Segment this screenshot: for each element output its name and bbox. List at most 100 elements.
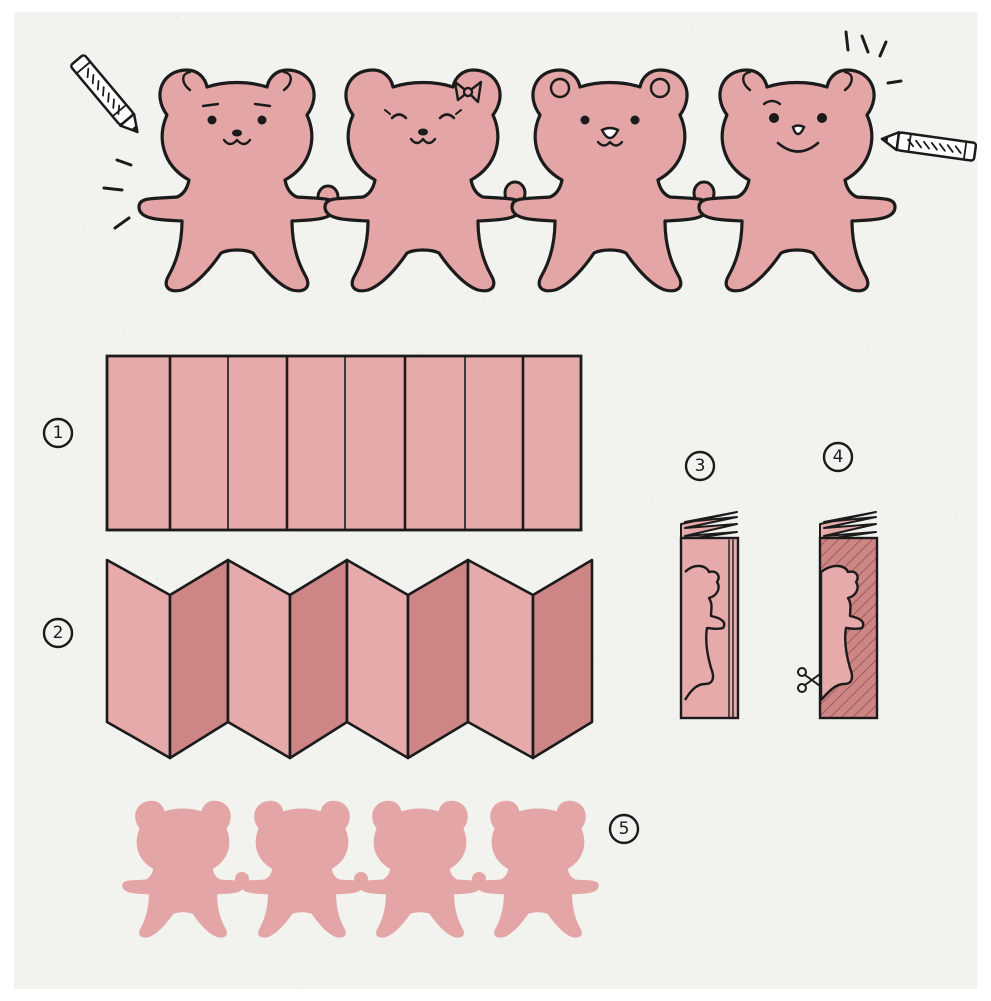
paper-grain [489,65,491,66]
paper-grain [960,337,963,338]
paper-grain [805,770,806,771]
paper-grain [854,483,856,484]
paper-grain [944,166,946,167]
paper-grain [39,164,41,165]
paper-grain [77,360,79,361]
paper-grain [854,412,855,413]
paper-grain [298,985,299,986]
step-4-label: 4 [833,447,844,467]
paper-grain [719,920,720,921]
paper-grain [769,285,771,286]
paper-grain [179,788,181,789]
paper-grain [278,797,281,798]
paper-grain [17,320,19,321]
paper-grain [943,614,945,615]
paper-grain [109,220,112,221]
paper-grain [172,185,175,186]
paper-grain [763,688,764,689]
paper-grain [849,873,851,874]
paper-grain [84,230,85,231]
paper-grain [148,265,150,266]
paper-grain [359,756,362,757]
paper-grain [246,936,248,937]
paper-grain [699,862,701,863]
paper-grain [267,278,269,279]
paper-grain [94,154,95,155]
paper-grain [966,924,968,925]
paper-grain [146,232,148,233]
paper-grain [837,295,838,296]
paper-grain [234,932,236,933]
paper-grain [903,649,906,650]
paper-grain [507,269,510,270]
paper-grain [501,756,503,757]
paper-grain [779,729,780,730]
paper-grain [816,740,818,741]
paper-grain [691,28,692,29]
step-1-flat-paper [107,356,581,530]
paper-grain [196,921,198,922]
paper-grain [185,63,188,64]
paper-grain [665,917,666,918]
paper-grain [925,309,928,310]
paper-grain [549,565,550,566]
paper-grain [931,330,933,331]
paper-grain [962,739,965,740]
paper-grain [649,859,651,860]
step-1-label: 1 [53,423,64,443]
paper-grain [44,562,46,563]
paper-grain [360,945,362,946]
accordion-panel [408,560,468,758]
paper-grain [415,541,417,542]
paper-grain [926,749,927,750]
paper-grain [342,116,344,117]
paper-grain [904,75,905,76]
paper-grain [530,285,532,286]
paper-grain [468,535,470,536]
paper-grain [551,347,554,348]
accordion-panel [468,560,533,758]
paper-grain [247,542,249,543]
paper-grain [926,16,928,17]
paper-grain [192,779,193,780]
paper-grain [564,565,565,566]
paper-grain [895,42,897,43]
paper-grain [71,209,72,210]
paper-grain [955,518,957,519]
paper-grain [911,16,913,17]
paper-grain [692,820,695,821]
paper-grain [830,44,831,45]
paper-grain [852,814,854,815]
paper-grain [935,514,936,515]
paper-grain [475,773,477,774]
step-5-label: 5 [619,819,630,839]
paper-grain [546,922,549,923]
paper-grain [950,187,951,188]
paper-grain [710,325,711,326]
paper-grain [397,277,399,278]
paper-grain [195,310,196,311]
paper-grain [884,792,885,793]
paper-grain [397,290,398,291]
paper-grain [486,559,487,560]
paper-grain [752,659,754,660]
paper-grain [108,949,111,950]
paper-grain [547,37,549,38]
paper-grain [29,253,30,254]
paper-grain [42,483,45,484]
paper-grain [646,864,647,865]
paper-grain [753,722,755,723]
paper-grain [241,253,243,254]
paper-grain [591,928,592,929]
paper-grain [567,745,570,746]
paper-grain [952,970,954,971]
paper-grain [500,751,502,752]
paper-grain [84,171,85,172]
paper-grain [934,481,937,482]
step-3-label: 3 [695,456,706,476]
paper-grain [522,931,523,932]
paper-grain [868,466,870,467]
paper-grain [938,116,940,117]
paper-grain [601,388,602,389]
paper-grain [729,182,731,183]
